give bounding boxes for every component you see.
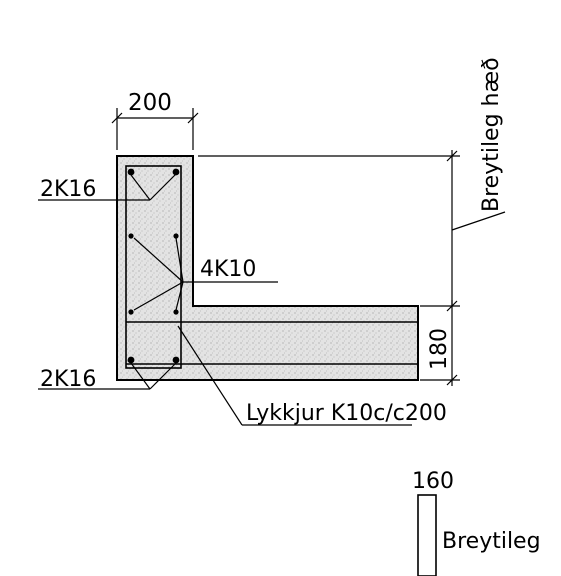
- rebar-dot: [127, 356, 135, 364]
- stirrup-label: Lykkjur K10c/c200: [246, 401, 447, 426]
- rebar-bottom-label: 2K16: [40, 367, 96, 392]
- rebar-dot: [173, 309, 179, 315]
- dimension-thickness: [420, 300, 460, 386]
- rebar-dot: [128, 233, 134, 239]
- rebar-dot: [127, 168, 135, 176]
- small-wall-detail: [417, 494, 437, 576]
- height-note-label: Breytileg hæð: [479, 57, 504, 212]
- rebar-dot: [172, 168, 180, 176]
- leader-stirrup: [177, 325, 412, 426]
- leader-rebar-bottom: [38, 362, 177, 390]
- leader-rebar-side: [133, 237, 278, 311]
- rebar-dot: [172, 356, 180, 364]
- dim-thickness-label: 180: [427, 328, 452, 370]
- rebar-dot: [128, 309, 134, 315]
- dimension-width: [111, 108, 199, 150]
- dimension-height: [198, 150, 506, 306]
- dim-small-label: 160: [412, 469, 454, 494]
- rebar-dot: [173, 233, 179, 239]
- leader-rebar-top: [38, 173, 177, 201]
- rebar-dots: [127, 168, 180, 364]
- rebar-side-label: 4K10: [200, 257, 256, 282]
- small-note-label: Breytileg: [442, 529, 541, 554]
- dim-width-label: 200: [128, 90, 172, 116]
- concrete-section: [116, 155, 419, 381]
- rebar-top-label: 2K16: [40, 177, 96, 202]
